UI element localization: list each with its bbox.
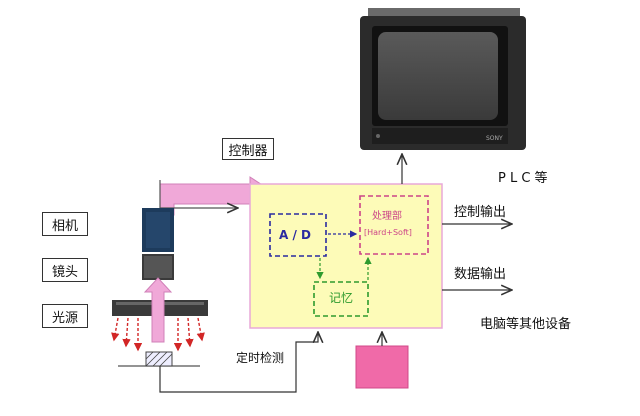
plc-label: P L C 等 [498, 172, 548, 185]
processing-sub-label: [Hard+Soft] [364, 229, 412, 237]
data-output-label: 数据输出 [454, 268, 506, 281]
input-block [356, 346, 408, 388]
memory-label: 记忆 [329, 292, 353, 304]
target-object [118, 352, 200, 366]
pc-devices-label: 电脑等其他设备 [480, 318, 571, 331]
controller-label: 控制器 [222, 138, 274, 160]
lens-label: 镜头 [42, 258, 88, 282]
control-output-label: 控制输出 [454, 206, 506, 219]
processing-label: 处理部 [372, 212, 402, 222]
ad-label: A / D [279, 229, 311, 241]
timing-detect-label: 定时检测 [236, 352, 284, 364]
light-source-label: 光源 [42, 304, 88, 328]
monitor-icon: SONY [360, 8, 526, 150]
camera-label: 相机 [42, 212, 88, 236]
monitor-brand: SONY [486, 135, 503, 142]
